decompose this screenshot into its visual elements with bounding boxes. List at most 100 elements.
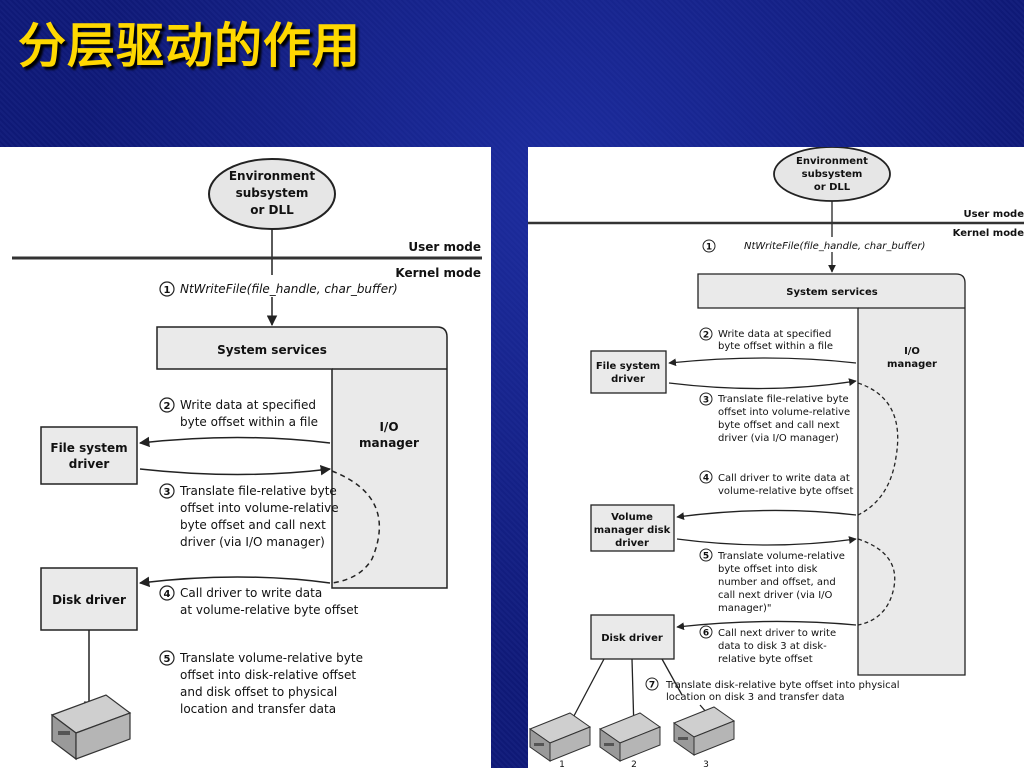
- slide-title: 分层驱动的作用: [18, 18, 362, 74]
- step-4-text-2: at volume-relative byte offset: [180, 603, 359, 617]
- step-3-right-text-4: driver (via I/O manager): [718, 433, 839, 444]
- file-system-driver-box: File system driver: [40, 426, 138, 485]
- step-7-right-text-1: Translate disk-relative byte offset into…: [665, 680, 900, 691]
- fsd-to-io-right-arrow: [668, 378, 857, 390]
- step-2-text-2: byte offset within a file: [180, 415, 318, 429]
- disk-3-icon: [672, 706, 736, 756]
- step-1-right-text: NtWriteFile(file_handle, char_buffer): [744, 241, 925, 252]
- step-5-right-number: 5: [703, 552, 709, 562]
- env-right-line-3: or DLL: [814, 182, 851, 193]
- step-5-right-text-3: number and offset, and: [718, 577, 836, 588]
- step-2-right-number: 2: [703, 331, 709, 341]
- step-6-right-text-2: data to disk 3 at disk-: [718, 641, 827, 652]
- io-internal-dashed-arc-2: [857, 538, 896, 626]
- step-3-text-2: offset into volume-relative: [180, 501, 339, 515]
- step-6-right-text-3: relative byte offset: [718, 654, 813, 665]
- fsd-right-line-2: driver: [611, 374, 645, 385]
- step-5-right-text-1: Translate volume-relative: [717, 551, 845, 562]
- step-6-right-badge: [699, 625, 713, 639]
- step-5-right-text-2: byte offset into disk: [718, 564, 818, 575]
- step-2-text-1: Write data at specified: [180, 398, 316, 412]
- step-2-right-text-1: Write data at specified: [718, 329, 831, 340]
- io-manager-right-line-1: I/O: [904, 346, 920, 357]
- step-7-right: 7 Translate disk-relative byte offset in…: [645, 677, 900, 703]
- step-1-right-number: 1: [706, 243, 712, 253]
- step-3-badge: [159, 483, 175, 499]
- file-system-driver-box-right: File system driver: [590, 350, 667, 394]
- step-1: 1 NtWriteFile(file_handle, char_buffer): [159, 281, 398, 297]
- step-2-right: 2 Write data at specified byte offset wi…: [699, 327, 833, 352]
- kernel-mode-label-right: Kernel mode: [953, 228, 1024, 239]
- io-to-fsd-right-arrow: [668, 357, 857, 367]
- fsd-line-2: driver: [69, 457, 110, 471]
- disk-driver-right-label: Disk driver: [601, 633, 663, 644]
- vmd-to-io-arrow: [676, 536, 857, 546]
- disk-1-label: 1: [559, 760, 565, 768]
- step-3-text-1: Translate file-relative byte: [179, 484, 337, 498]
- io-to-disk-driver-right-arrow: [676, 620, 857, 631]
- step-6-right: 6 Call next driver to write data to disk…: [699, 625, 836, 665]
- system-services-box-right: System services: [697, 273, 966, 676]
- step-4-right-text-1: Call driver to write data at: [718, 473, 850, 484]
- step-1-right: 1 NtWriteFile(file_handle, char_buffer): [702, 239, 925, 253]
- step-3: 3 Translate file-relative byte offset in…: [159, 483, 339, 549]
- io-to-fsd-arrow: [138, 436, 331, 448]
- disk-2-label: 2: [631, 760, 637, 768]
- step-5-number: 5: [164, 654, 171, 665]
- step-7-right-badge: [645, 677, 659, 691]
- fsd-to-io-arrow: [139, 464, 332, 476]
- env-line-3: or DLL: [250, 203, 294, 217]
- io-internal-dashed-arc-1: [857, 382, 899, 516]
- step-4-text-1: Call driver to write data: [180, 586, 322, 600]
- step-4-number: 4: [164, 589, 171, 600]
- kernel-mode-label: Kernel mode: [395, 266, 481, 280]
- step-1-text: NtWriteFile(file_handle, char_buffer): [180, 282, 398, 296]
- io-to-vmd-arrow: [676, 509, 857, 520]
- step-4-right-number: 4: [703, 474, 709, 484]
- step-3-text-3: byte offset and call next: [180, 518, 326, 532]
- system-services-box: System services: [156, 326, 448, 589]
- env-line-1: Environment: [229, 169, 316, 183]
- io-manager-right-line-2: manager: [887, 359, 937, 370]
- step-4-right-text-2: volume-relative byte offset: [718, 486, 853, 497]
- step-3-right-badge: [699, 392, 713, 406]
- step-6-right-number: 6: [703, 629, 709, 639]
- io-internal-dashed-arc: [331, 470, 380, 584]
- step-5-badge: [159, 650, 175, 666]
- step-1-right-badge: [702, 239, 716, 253]
- step-3-right-text-2: offset into volume-relative: [718, 407, 850, 418]
- env-right-line-1: Environment: [796, 156, 868, 167]
- disk-3-label: 3: [703, 760, 709, 768]
- disk-driver-to-step-7-line: [661, 658, 683, 696]
- disk-1-icon: [528, 712, 592, 762]
- step-3-text-4: driver (via I/O manager): [180, 535, 325, 549]
- step-5-right: 5 Translate volume-relative byte offset …: [699, 548, 845, 614]
- io-manager-box: I/O manager: [359, 420, 419, 450]
- step-7-right-text-2: location on disk 3 and transfer data: [666, 692, 845, 703]
- step-2-number: 2: [164, 401, 171, 412]
- vmd-line-3: driver: [615, 538, 649, 549]
- step-3-right: 3 Translate file-relative byte offset in…: [699, 392, 850, 444]
- step-2-right-badge: [699, 327, 713, 341]
- step-6-right-text-1: Call next driver to write: [718, 628, 836, 639]
- step-1-number: 1: [164, 285, 171, 296]
- system-services-label: System services: [217, 343, 327, 357]
- step-3-right-number: 3: [703, 396, 709, 406]
- io-manager-box-right: I/O manager: [887, 346, 937, 370]
- user-mode-label-right: User mode: [964, 209, 1024, 220]
- step-3-number: 3: [164, 487, 171, 498]
- environment-subsystem-node-right: Environment subsystem or DLL: [773, 147, 891, 202]
- disk-2-icon: [598, 712, 662, 762]
- step-5-right-text-5: manager)": [718, 603, 771, 614]
- user-mode-label: User mode: [408, 240, 481, 254]
- step-4-badge: [159, 585, 175, 601]
- volume-manager-driver-box: Volume manager disk driver: [590, 504, 675, 552]
- step-4-right: 4 Call driver to write data at volume-re…: [699, 470, 853, 497]
- step-4-right-badge: [699, 470, 713, 484]
- step-5-right-text-4: call next driver (via I/O: [718, 590, 833, 601]
- io-to-disk-driver-arrow: [138, 576, 331, 588]
- step-5-text-3: and disk offset to physical: [180, 685, 337, 699]
- step-7-right-number: 7: [649, 681, 655, 691]
- fsd-right-line-1: File system: [596, 361, 660, 372]
- step-3-right-text-3: byte offset and call next: [718, 420, 840, 431]
